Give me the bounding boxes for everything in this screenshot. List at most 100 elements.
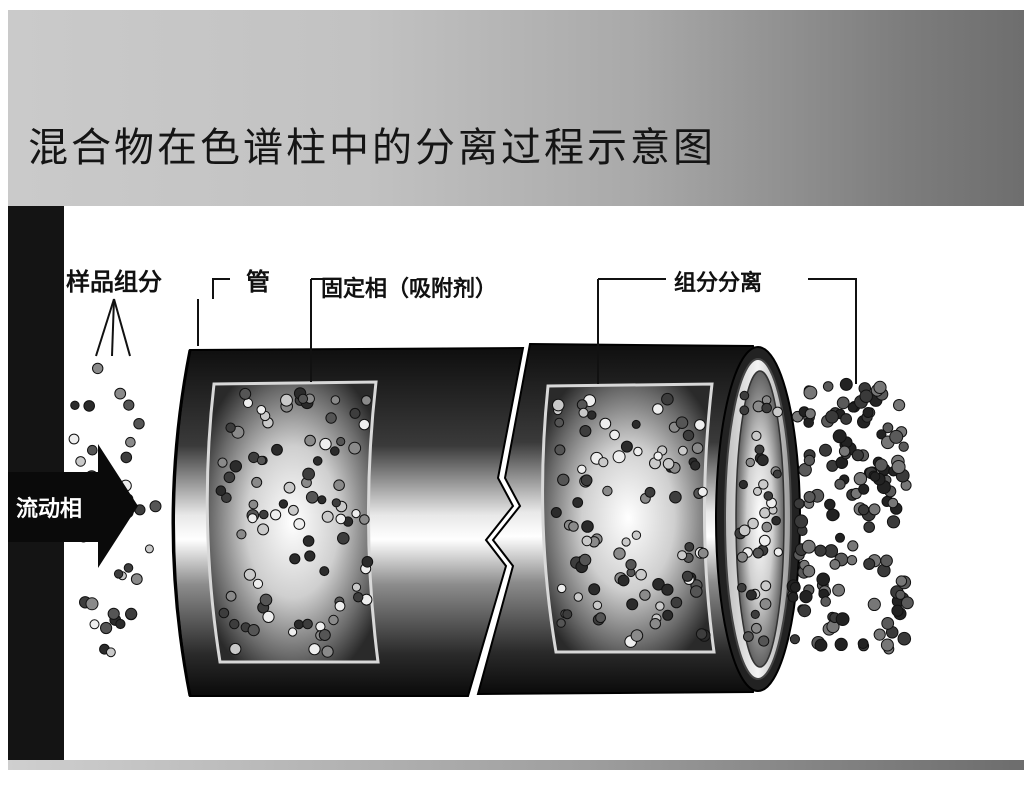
particle [639,589,651,601]
particle [225,422,236,433]
particle [653,451,663,461]
particle [361,556,374,568]
particle [760,580,772,592]
particle [312,456,323,466]
particle [826,508,839,522]
particle [802,564,816,578]
particle [609,429,620,441]
particle [106,647,116,658]
particle [772,469,782,479]
particle [737,582,747,593]
particle [572,497,584,508]
particle [578,553,592,567]
particle [573,592,583,602]
particle [891,460,906,474]
particle [814,638,828,652]
particle [348,441,362,455]
particle [763,491,774,501]
particle [587,410,597,420]
particle [801,539,816,554]
particle [221,492,232,504]
particle [670,596,683,609]
particle [92,362,104,375]
particle [321,510,334,523]
particle [280,393,293,407]
particle [838,445,851,457]
particle [330,395,341,405]
particle [351,509,361,519]
particle [89,619,100,630]
particle [652,578,665,591]
particle [554,444,566,456]
particle [789,634,801,645]
chromatography-diagram: 流动相 样品组分 管 固定相（吸附剂） 组分分离 [8,206,914,760]
particle [123,563,134,573]
callout-lines [95,278,857,384]
particle [862,407,874,418]
particle [681,570,694,582]
particle [678,445,688,456]
particle [125,436,136,448]
particle [248,499,259,510]
particle [669,490,682,504]
particle [262,610,275,623]
particle [120,451,133,464]
particle [288,627,298,637]
particle [149,500,162,513]
particle [251,476,263,488]
particle [577,464,587,474]
particle [847,540,859,552]
particle [753,486,762,496]
particle [675,416,689,429]
particle [662,609,674,621]
particle [794,514,809,529]
particle [319,437,332,451]
particle [256,405,267,415]
particle [325,412,337,424]
particle [901,596,914,610]
particle [83,400,95,412]
particle [820,596,832,607]
particle [880,554,893,568]
particle [694,419,706,431]
particle [336,436,346,447]
particle [579,425,592,437]
particle [288,504,299,516]
particle [739,405,750,416]
particle [631,419,641,429]
particle [819,443,832,457]
particle [578,407,589,418]
particle [759,598,772,610]
particle [229,642,242,656]
title-banner [8,10,1024,206]
particle [761,521,773,533]
particle [598,457,609,468]
particle [361,395,372,406]
particle [787,591,799,603]
particle [751,430,762,441]
particle [816,572,831,587]
particle [243,568,256,581]
particle [550,507,562,518]
particle [895,589,906,600]
particle [351,582,362,592]
particle [633,446,643,457]
particle [581,520,594,533]
particle [293,518,306,530]
particle [223,471,236,484]
particle [215,485,227,497]
particle [738,479,749,490]
particle [256,455,267,466]
particle [898,441,909,452]
particle [123,399,135,411]
particle [772,406,783,418]
particle [259,509,269,520]
particle [297,393,309,404]
particle [825,410,839,424]
particle [798,604,812,618]
particle [869,471,881,482]
particle [824,498,836,511]
particle [613,547,626,560]
particle [889,429,904,444]
particle [557,473,570,486]
